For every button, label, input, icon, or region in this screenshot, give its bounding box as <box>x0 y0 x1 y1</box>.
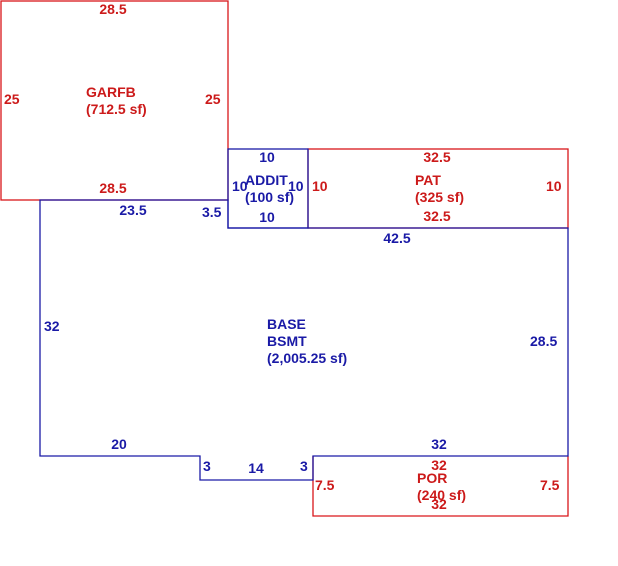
pat-dim-right: 10 <box>546 178 562 194</box>
garfb-dim-left: 25 <box>4 91 20 107</box>
addit-dim-top: 10 <box>259 149 275 165</box>
base-dim-notch-left: 3 <box>203 458 211 474</box>
pat-dim-left: 10 <box>312 178 328 194</box>
por-area: (240 sf) <box>417 487 466 503</box>
base-dim-right: 28.5 <box>530 333 557 349</box>
garfb-name: GARFB <box>86 84 136 100</box>
addit-dim-right: 10 <box>288 178 304 194</box>
addit-dim-left: 10 <box>232 178 248 194</box>
base-dim-notch-bottom: 14 <box>248 460 264 476</box>
garfb-dim-right: 25 <box>205 91 221 107</box>
base-area: (2,005.25 sf) <box>267 350 347 366</box>
base-dim-top-right: 42.5 <box>383 230 410 246</box>
pat-dim-bottom: 32.5 <box>423 208 450 224</box>
pat-dim-top: 32.5 <box>423 149 450 165</box>
por-name: POR <box>417 470 447 486</box>
base-dim-bottom-left: 20 <box>111 436 127 452</box>
pat-name: PAT <box>415 172 441 188</box>
garfb-dim-top: 28.5 <box>99 1 126 17</box>
base-dim-bottom-right: 32 <box>431 436 447 452</box>
por-dim-bottom: 32 <box>431 496 447 512</box>
por-dim-right: 7.5 <box>540 477 560 493</box>
garfb-area: (712.5 sf) <box>86 101 147 117</box>
por-dim-left: 7.5 <box>315 477 335 493</box>
addit-dim-bottom: 10 <box>259 209 275 225</box>
por-dim-top: 32 <box>431 457 447 473</box>
base-dim-top-step: 3.5 <box>202 204 222 220</box>
garfb-dim-bottom: 28.5 <box>99 180 126 196</box>
pat-area: (325 sf) <box>415 189 464 205</box>
base-dim-top-left: 23.5 <box>119 202 146 218</box>
base-outline <box>39 199 569 481</box>
addit-name: ADDIT <box>245 172 288 188</box>
base-name-line2: BSMT <box>267 333 307 349</box>
base-dim-left: 32 <box>44 318 60 334</box>
base-dim-notch-right: 3 <box>300 458 308 474</box>
por-outline <box>312 456 569 517</box>
base-name-line1: BASE <box>267 316 306 332</box>
addit-area: (100 sf) <box>245 189 294 205</box>
